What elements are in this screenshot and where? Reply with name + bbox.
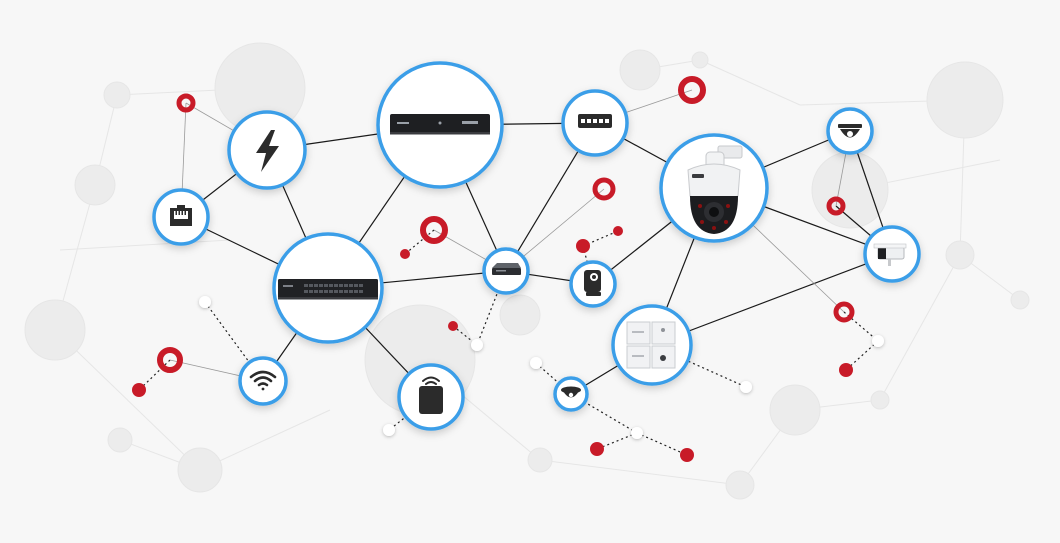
ptz-camera-node[interactable] <box>659 133 769 243</box>
junction-dots <box>199 296 884 439</box>
wifi-node[interactable] <box>238 356 288 406</box>
wireless-access-point-icon <box>419 376 443 414</box>
red-dot-markers <box>132 226 853 462</box>
mini-switch-node[interactable] <box>482 247 530 295</box>
small-network-switch-icon <box>578 114 612 128</box>
ethernet-port-node[interactable] <box>152 188 210 246</box>
poe-switch-node[interactable] <box>272 232 384 344</box>
wifi-icon <box>249 370 277 391</box>
poe-switch-icon <box>278 279 378 300</box>
ethernet-port-icon <box>170 205 192 226</box>
device-nodes <box>152 61 921 431</box>
fisheye-camera-icon <box>561 386 581 398</box>
door-station-node[interactable] <box>611 304 693 386</box>
bullet-camera-node[interactable] <box>863 225 921 283</box>
mini-switch-icon <box>492 263 521 275</box>
nvr-node[interactable] <box>376 61 504 189</box>
cube-camera-icon <box>584 270 601 296</box>
background-network <box>24 42 1030 500</box>
ptz-dome-camera-icon <box>687 145 743 234</box>
wireless-ap-node[interactable] <box>397 363 465 431</box>
small-switch-node[interactable] <box>561 89 629 157</box>
lightning-bolt-icon <box>256 130 279 172</box>
network-video-recorder-icon <box>390 114 490 135</box>
door-station-panel-icon <box>626 321 676 369</box>
cube-camera-node[interactable] <box>569 260 617 308</box>
dome-camera-icon <box>838 124 862 138</box>
bullet-camera-icon <box>873 243 907 266</box>
power-node[interactable] <box>227 110 307 190</box>
fisheye-camera-node[interactable] <box>553 376 589 412</box>
red-ring-markers <box>157 76 855 373</box>
dome-camera-node[interactable] <box>826 107 874 155</box>
